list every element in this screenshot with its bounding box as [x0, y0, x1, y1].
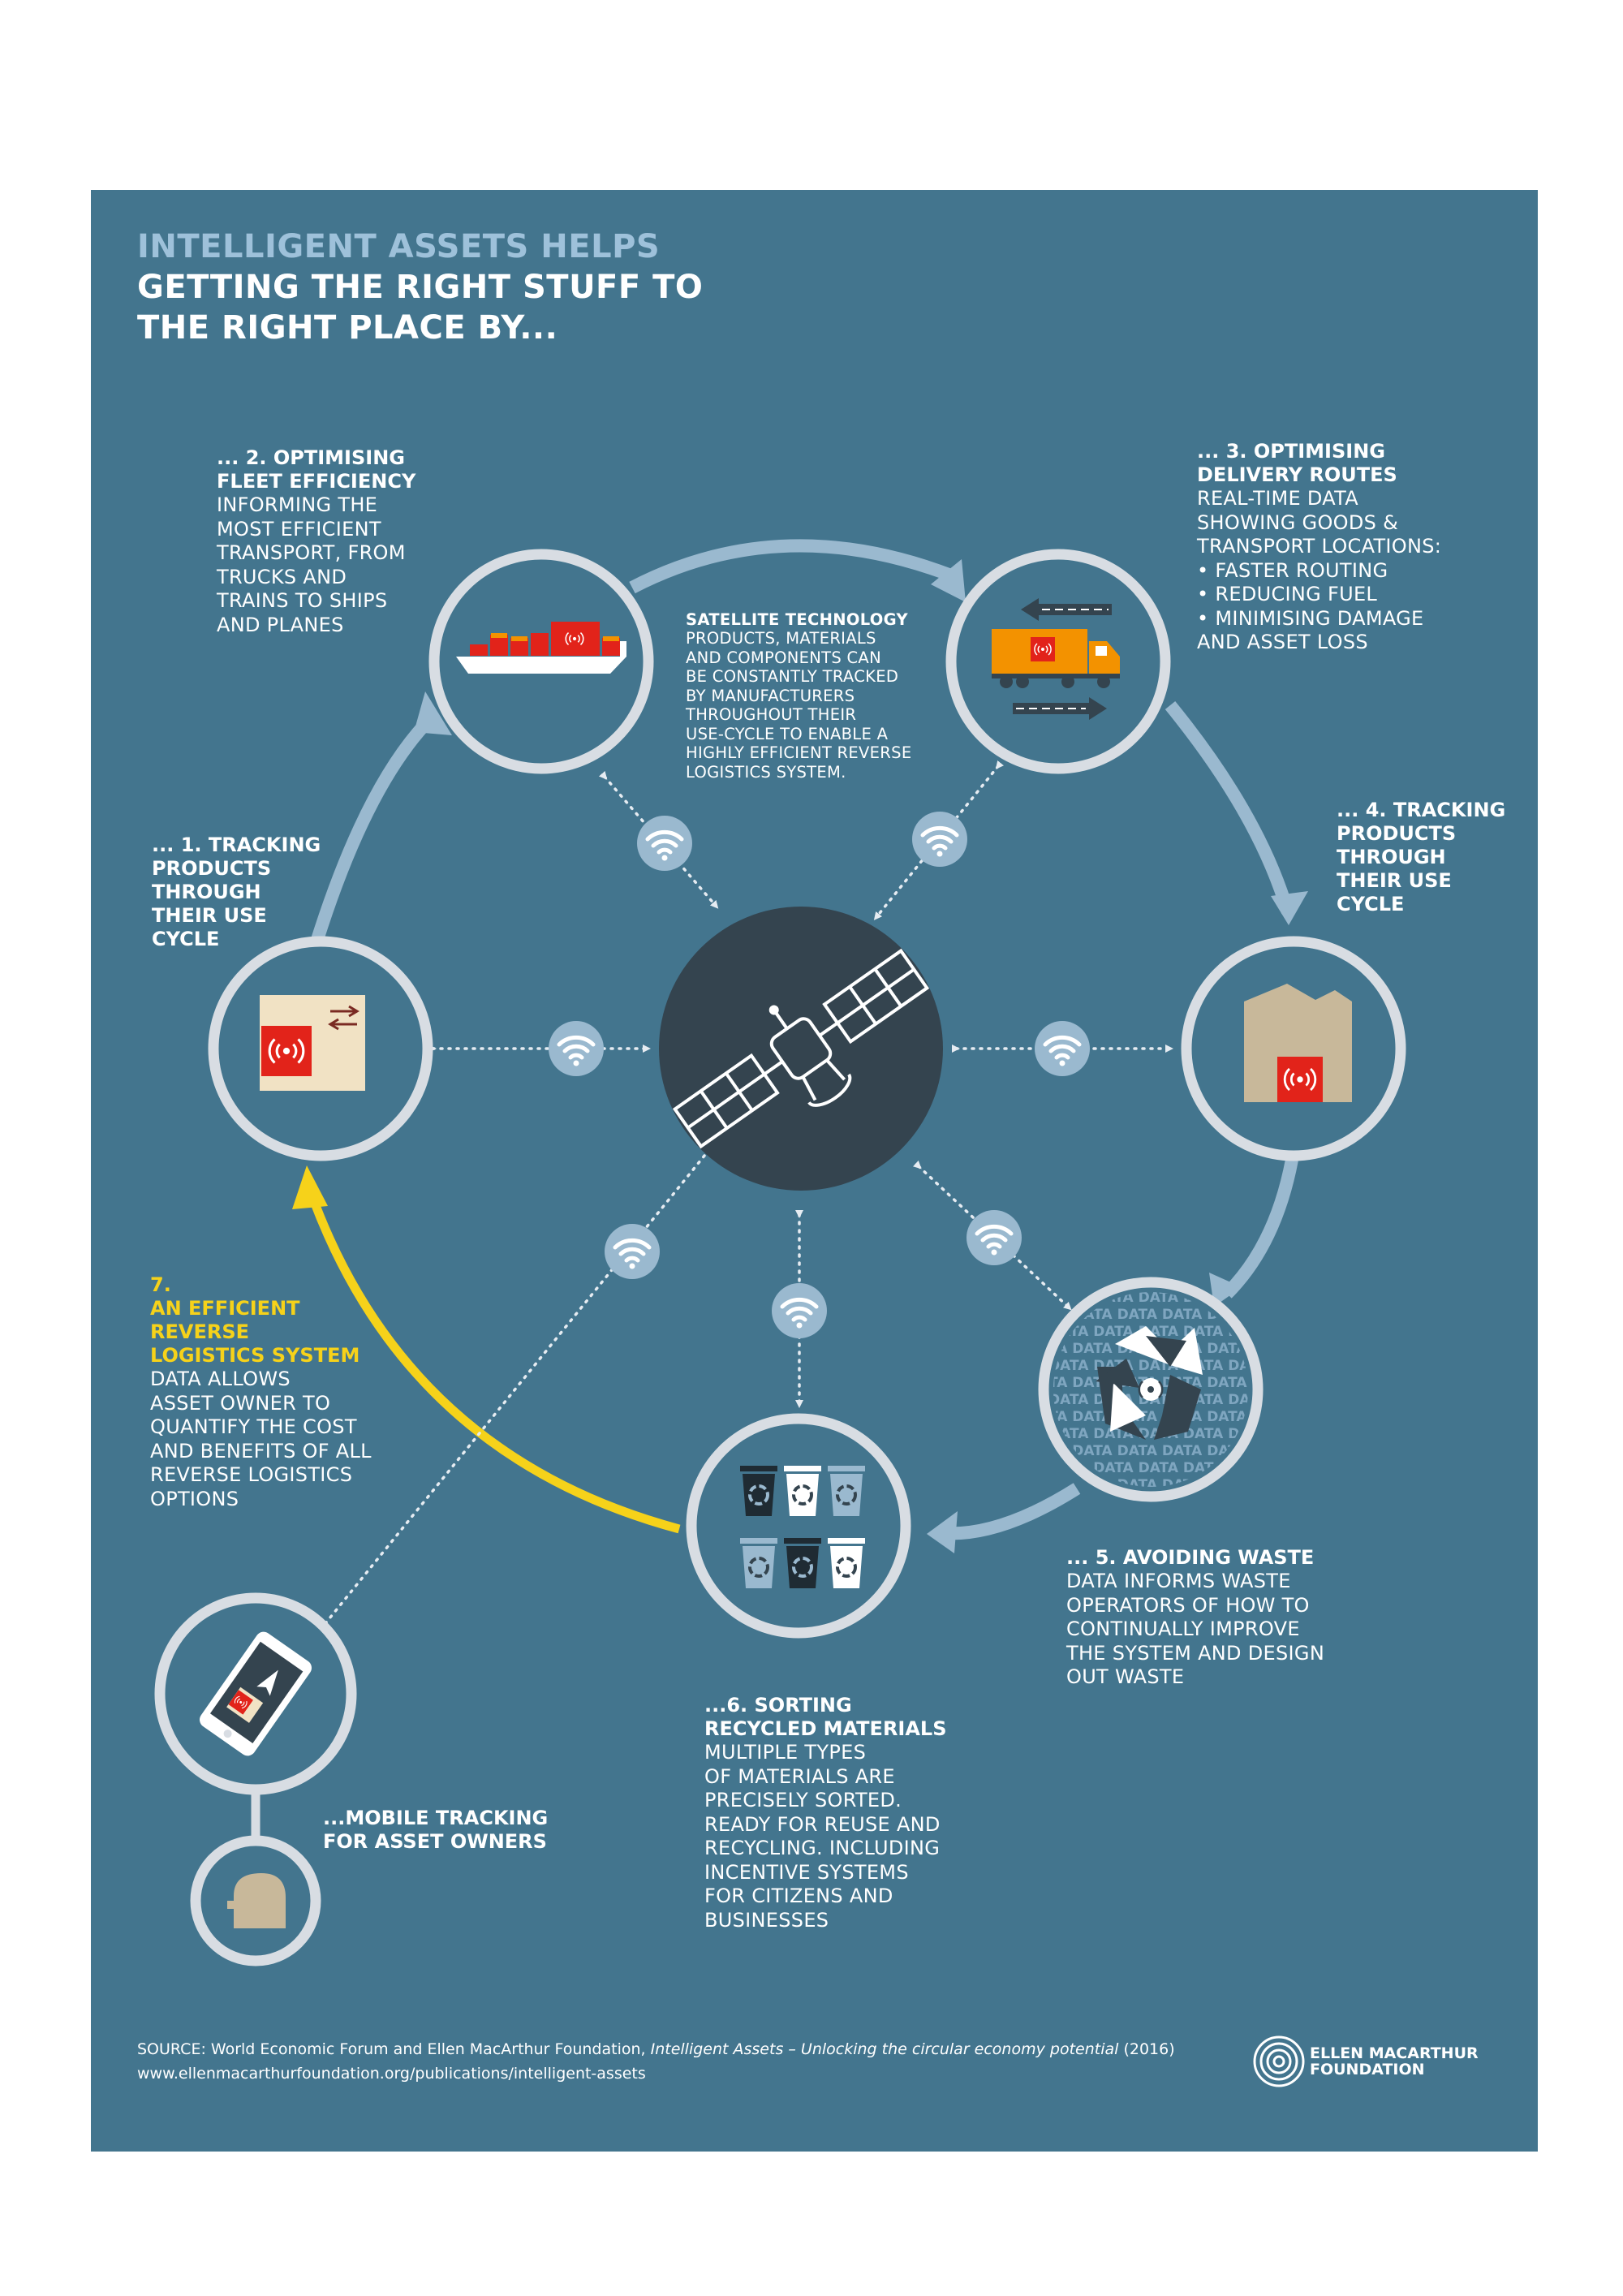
source-citation: SOURCE: World Economic Forum and Ellen M… — [137, 2037, 1175, 2061]
ship-icon — [456, 622, 626, 674]
cycle-arrowheads — [414, 559, 1308, 1553]
infographic-panel: DATA DATA DATA DATA DATA DATA DATA DATA … — [91, 190, 1538, 2152]
recycling-bin — [740, 1538, 777, 1588]
cycle-arrows — [310, 539, 1298, 1540]
arrow-left-icon — [1021, 598, 1112, 621]
wifi-icon — [1035, 1021, 1090, 1076]
step-7-title: 7. AN EFFICIENT REVERSE LOGISTICS SYSTEM — [150, 1273, 360, 1367]
step-7-text: DATA ALLOWS ASSET OWNER TO QUANTIFY THE … — [150, 1368, 372, 1510]
heading-line-1: INTELLIGENT ASSETS HELPS — [137, 228, 661, 265]
wifi-icon — [549, 1021, 604, 1076]
data-watermark-text: DATA DATA DATA DATA DATA DATA DATA DATA — [1027, 1341, 1382, 1357]
step-3-text: REAL-TIME DATA SHOWING GOODS & TRANSPORT… — [1197, 487, 1442, 653]
wifi-icon — [605, 1224, 660, 1279]
package-icon — [260, 995, 365, 1091]
recycling-bin — [828, 1538, 865, 1588]
recycle-icon: DATA DATA DATA DATA DATA DATA DATA DATA … — [1027, 1292, 1403, 1487]
data-watermark-text: DATA DATA DATA DATA DATA DATA DATA DATA — [1027, 1443, 1382, 1459]
satellite-icon — [672, 948, 930, 1149]
step-6-text: MULTIPLE TYPES OF MATERIALS ARE PRECISEL… — [704, 1741, 941, 1932]
data-watermark-text: DATA DATA DATA DATA DATA DATA DATA DATA — [1027, 1375, 1382, 1391]
satellite-text: PRODUCTS, MATERIALS AND COMPONENTS CAN B… — [686, 629, 912, 782]
step-5-title: ... 5. AVOIDING WASTE — [1066, 1546, 1315, 1569]
wifi-icon — [912, 812, 967, 867]
reverse-logistics-arrow — [307, 1193, 681, 1534]
bins-icon — [740, 1466, 865, 1588]
step-4-title: ... 4. TRACKING PRODUCTS THROUGH THEIR U… — [1337, 799, 1506, 915]
recycling-bin — [740, 1466, 777, 1516]
wifi-icon — [772, 1283, 827, 1338]
recycling-bin — [784, 1466, 821, 1516]
logo-icon — [1253, 2035, 1305, 2087]
phone-icon — [200, 1631, 312, 1756]
reverse-logistics-arrowhead — [292, 1165, 328, 1209]
arrow-right-icon — [1013, 697, 1107, 720]
step-1-title: ... 1. TRACKING PRODUCTS THROUGH THEIR U… — [152, 834, 321, 950]
satellite-title: SATELLITE TECHNOLOGY — [686, 610, 908, 629]
source-prefix: SOURCE: World Economic Forum and Ellen M… — [137, 2040, 651, 2058]
mobile-tracking-title: ...MOBILE TRACKING FOR ASSET OWNERS — [323, 1807, 549, 1853]
step-3-title: ... 3. OPTIMISING DELIVERY ROUTES — [1197, 440, 1397, 486]
source-year: (2016) — [1118, 2040, 1175, 2058]
data-watermark-text: DATA DATA DATA DATA DATA DATA DATA DATA — [1027, 1307, 1382, 1323]
person-icon — [227, 1873, 286, 1928]
step-2-text: INFORMING THE MOST EFFICIENT TRANSPORT, … — [217, 493, 406, 636]
source-title: Intelligent Assets – Unlocking the circu… — [650, 2040, 1119, 2058]
wifi-icon — [966, 1210, 1022, 1265]
data-watermark-text: DATA DATA DATA DATA DATA DATA DATA DATA — [1048, 1460, 1403, 1476]
recycling-bin — [828, 1466, 865, 1516]
step-2-title: ... 2. OPTIMISING FLEET EFFICIENCY — [217, 446, 416, 493]
data-watermark-text: DATA DATA DATA DATA DATA DATA DATA DATA — [1027, 1409, 1382, 1425]
truck-icon — [992, 598, 1120, 720]
heading-line-2: GETTING THE RIGHT STUFF TO — [137, 269, 704, 306]
wifi-icon — [637, 816, 692, 871]
logo-text: ELLEN MACARTHUR FOUNDATION — [1310, 2044, 1479, 2078]
recycling-bin — [784, 1538, 821, 1588]
mobile-connector — [325, 1154, 706, 1624]
data-watermark-text: DATA DATA DATA DATA DATA DATA DATA DATA — [1048, 1426, 1403, 1442]
step-5-text: DATA INFORMS WASTE OPERATORS OF HOW TO C… — [1066, 1570, 1325, 1688]
warehouse-icon — [1244, 984, 1352, 1102]
source-url[interactable]: www.ellenmacarthurfoundation.org/publica… — [137, 2065, 646, 2083]
diagram-artwork: DATA DATA DATA DATA DATA DATA DATA DATA … — [154, 539, 1406, 2087]
heading-line-3: THE RIGHT PLACE BY... — [137, 309, 558, 347]
step-6-title: ...6. SORTING RECYCLED MATERIALS — [704, 1694, 947, 1740]
